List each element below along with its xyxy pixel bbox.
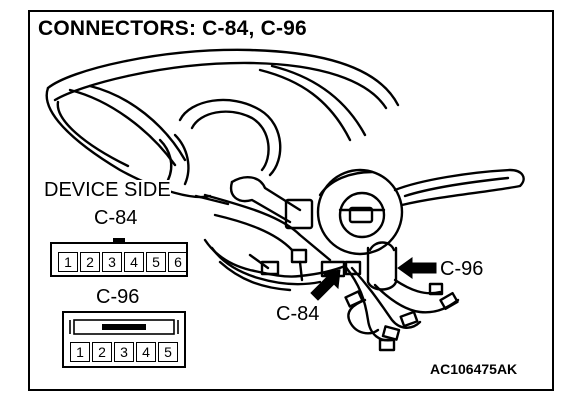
diagram-frame [28, 10, 554, 391]
connector-c96-pin: 2 [92, 342, 112, 362]
connector-c84-pin: 3 [102, 252, 122, 272]
connector-c96-pin: 5 [158, 342, 178, 362]
connector-c84-pin: 1 [58, 252, 78, 272]
device-side-label: DEVICE SIDE [44, 179, 171, 201]
page-title: CONNECTORS: C-84, C-96 [38, 17, 307, 40]
connector-c84-label: C-84 [94, 207, 138, 229]
connector-c96-label: C-96 [96, 286, 140, 308]
callout-c84-label: C-84 [276, 303, 320, 325]
connector-c84-pinout: 1 2 3 4 5 6 [58, 252, 190, 272]
connector-c96-pin: 4 [136, 342, 156, 362]
connector-c84-pin: 2 [80, 252, 100, 272]
connector-c96-pin: 3 [114, 342, 134, 362]
callout-c96-label: C-96 [440, 258, 484, 280]
connector-c84-pin: 5 [146, 252, 166, 272]
figure-code: AC106475AK [430, 361, 518, 377]
connector-c96-pin: 1 [70, 342, 90, 362]
connector-c84-pin: 4 [124, 252, 144, 272]
connector-c96-pinout: 1 2 3 4 5 [70, 342, 180, 362]
